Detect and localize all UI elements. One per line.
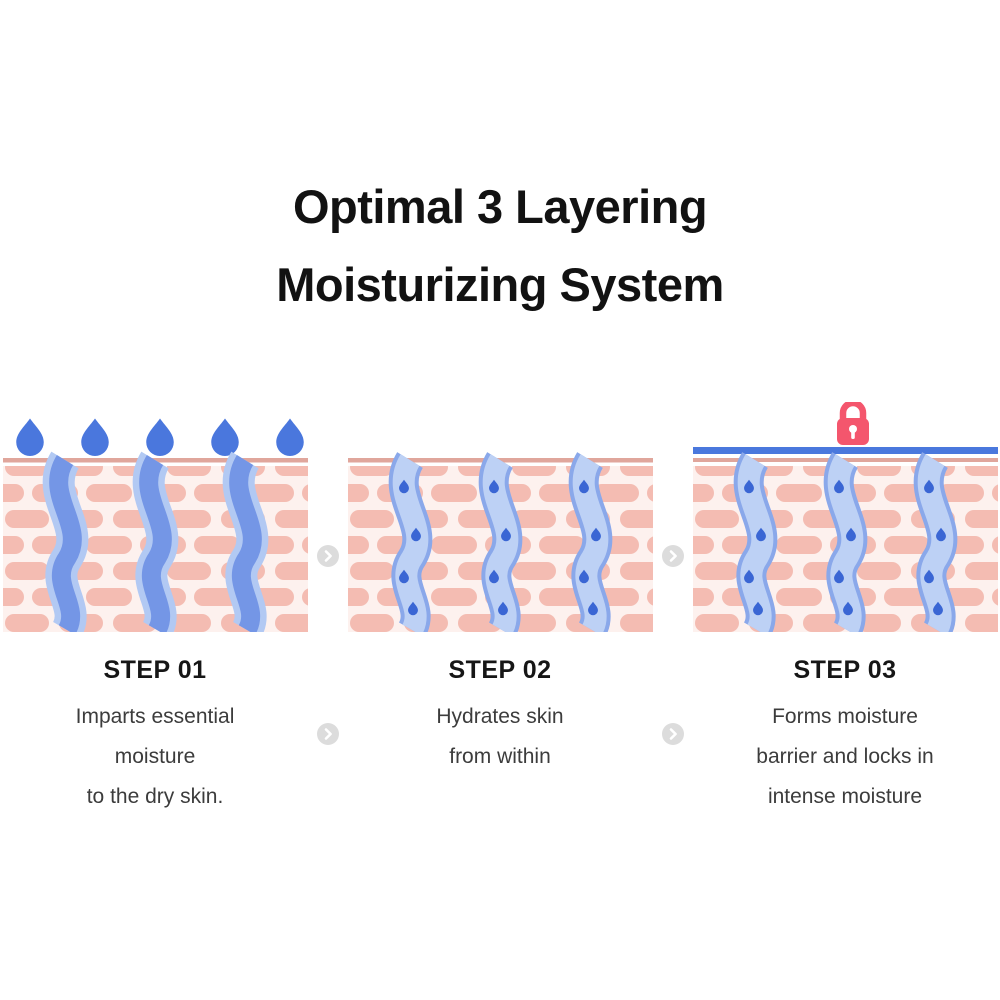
- water-droplet-icon: [15, 418, 304, 456]
- step1-desc-line3: to the dry skin.: [86, 785, 224, 808]
- page-title-line2: Moisturizing System: [276, 258, 724, 311]
- chevron-right-icon: [315, 722, 340, 746]
- chevron-right-icon: [660, 544, 685, 568]
- step1-label: STEP 01: [103, 656, 207, 684]
- skin-illustration-step3: [692, 402, 998, 632]
- step3-desc-line3: intense moisture: [767, 785, 923, 808]
- step2-desc-line2: from within: [449, 745, 551, 768]
- skin-illustration-step2: [347, 402, 653, 632]
- chevron-right-icon: [660, 722, 685, 746]
- skin-surface-line: [2, 458, 308, 463]
- skin-surface-line: [347, 458, 653, 463]
- step2-label: STEP 02: [448, 656, 552, 684]
- step1-figure: [2, 402, 308, 632]
- chevron-right-icon: [315, 544, 340, 568]
- step1-text-block: STEP 01 Imparts essential moisture to th…: [3, 656, 308, 817]
- step3-desc-line1: Forms moisture: [772, 705, 918, 728]
- page-title: Optimal 3 Layering Moisturizing System: [0, 168, 1000, 324]
- skin-surface-line: [692, 458, 998, 462]
- step3-desc-line2: barrier and locks in: [756, 745, 934, 768]
- step1-desc-line1: Imparts essential: [75, 705, 235, 728]
- page-title-line1: Optimal 3 Layering: [292, 180, 708, 233]
- texts-row: STEP 01 Imparts essential moisture to th…: [0, 656, 1000, 817]
- padlock-icon: [837, 403, 869, 445]
- step3-figure: [692, 402, 998, 632]
- step2-text-block: STEP 02 Hydrates skin from within: [348, 656, 653, 777]
- step3-label: STEP 03: [793, 656, 897, 684]
- step2-figure: [347, 402, 653, 632]
- step3-text-block: STEP 03 Forms moisture barrier and locks…: [693, 656, 998, 817]
- figures-row: [0, 402, 1000, 632]
- skin-illustration-step1: [2, 418, 308, 632]
- moisture-barrier-bar: [692, 447, 998, 454]
- step1-desc-line2: moisture: [114, 745, 196, 768]
- step2-desc-line1: Hydrates skin: [436, 705, 564, 728]
